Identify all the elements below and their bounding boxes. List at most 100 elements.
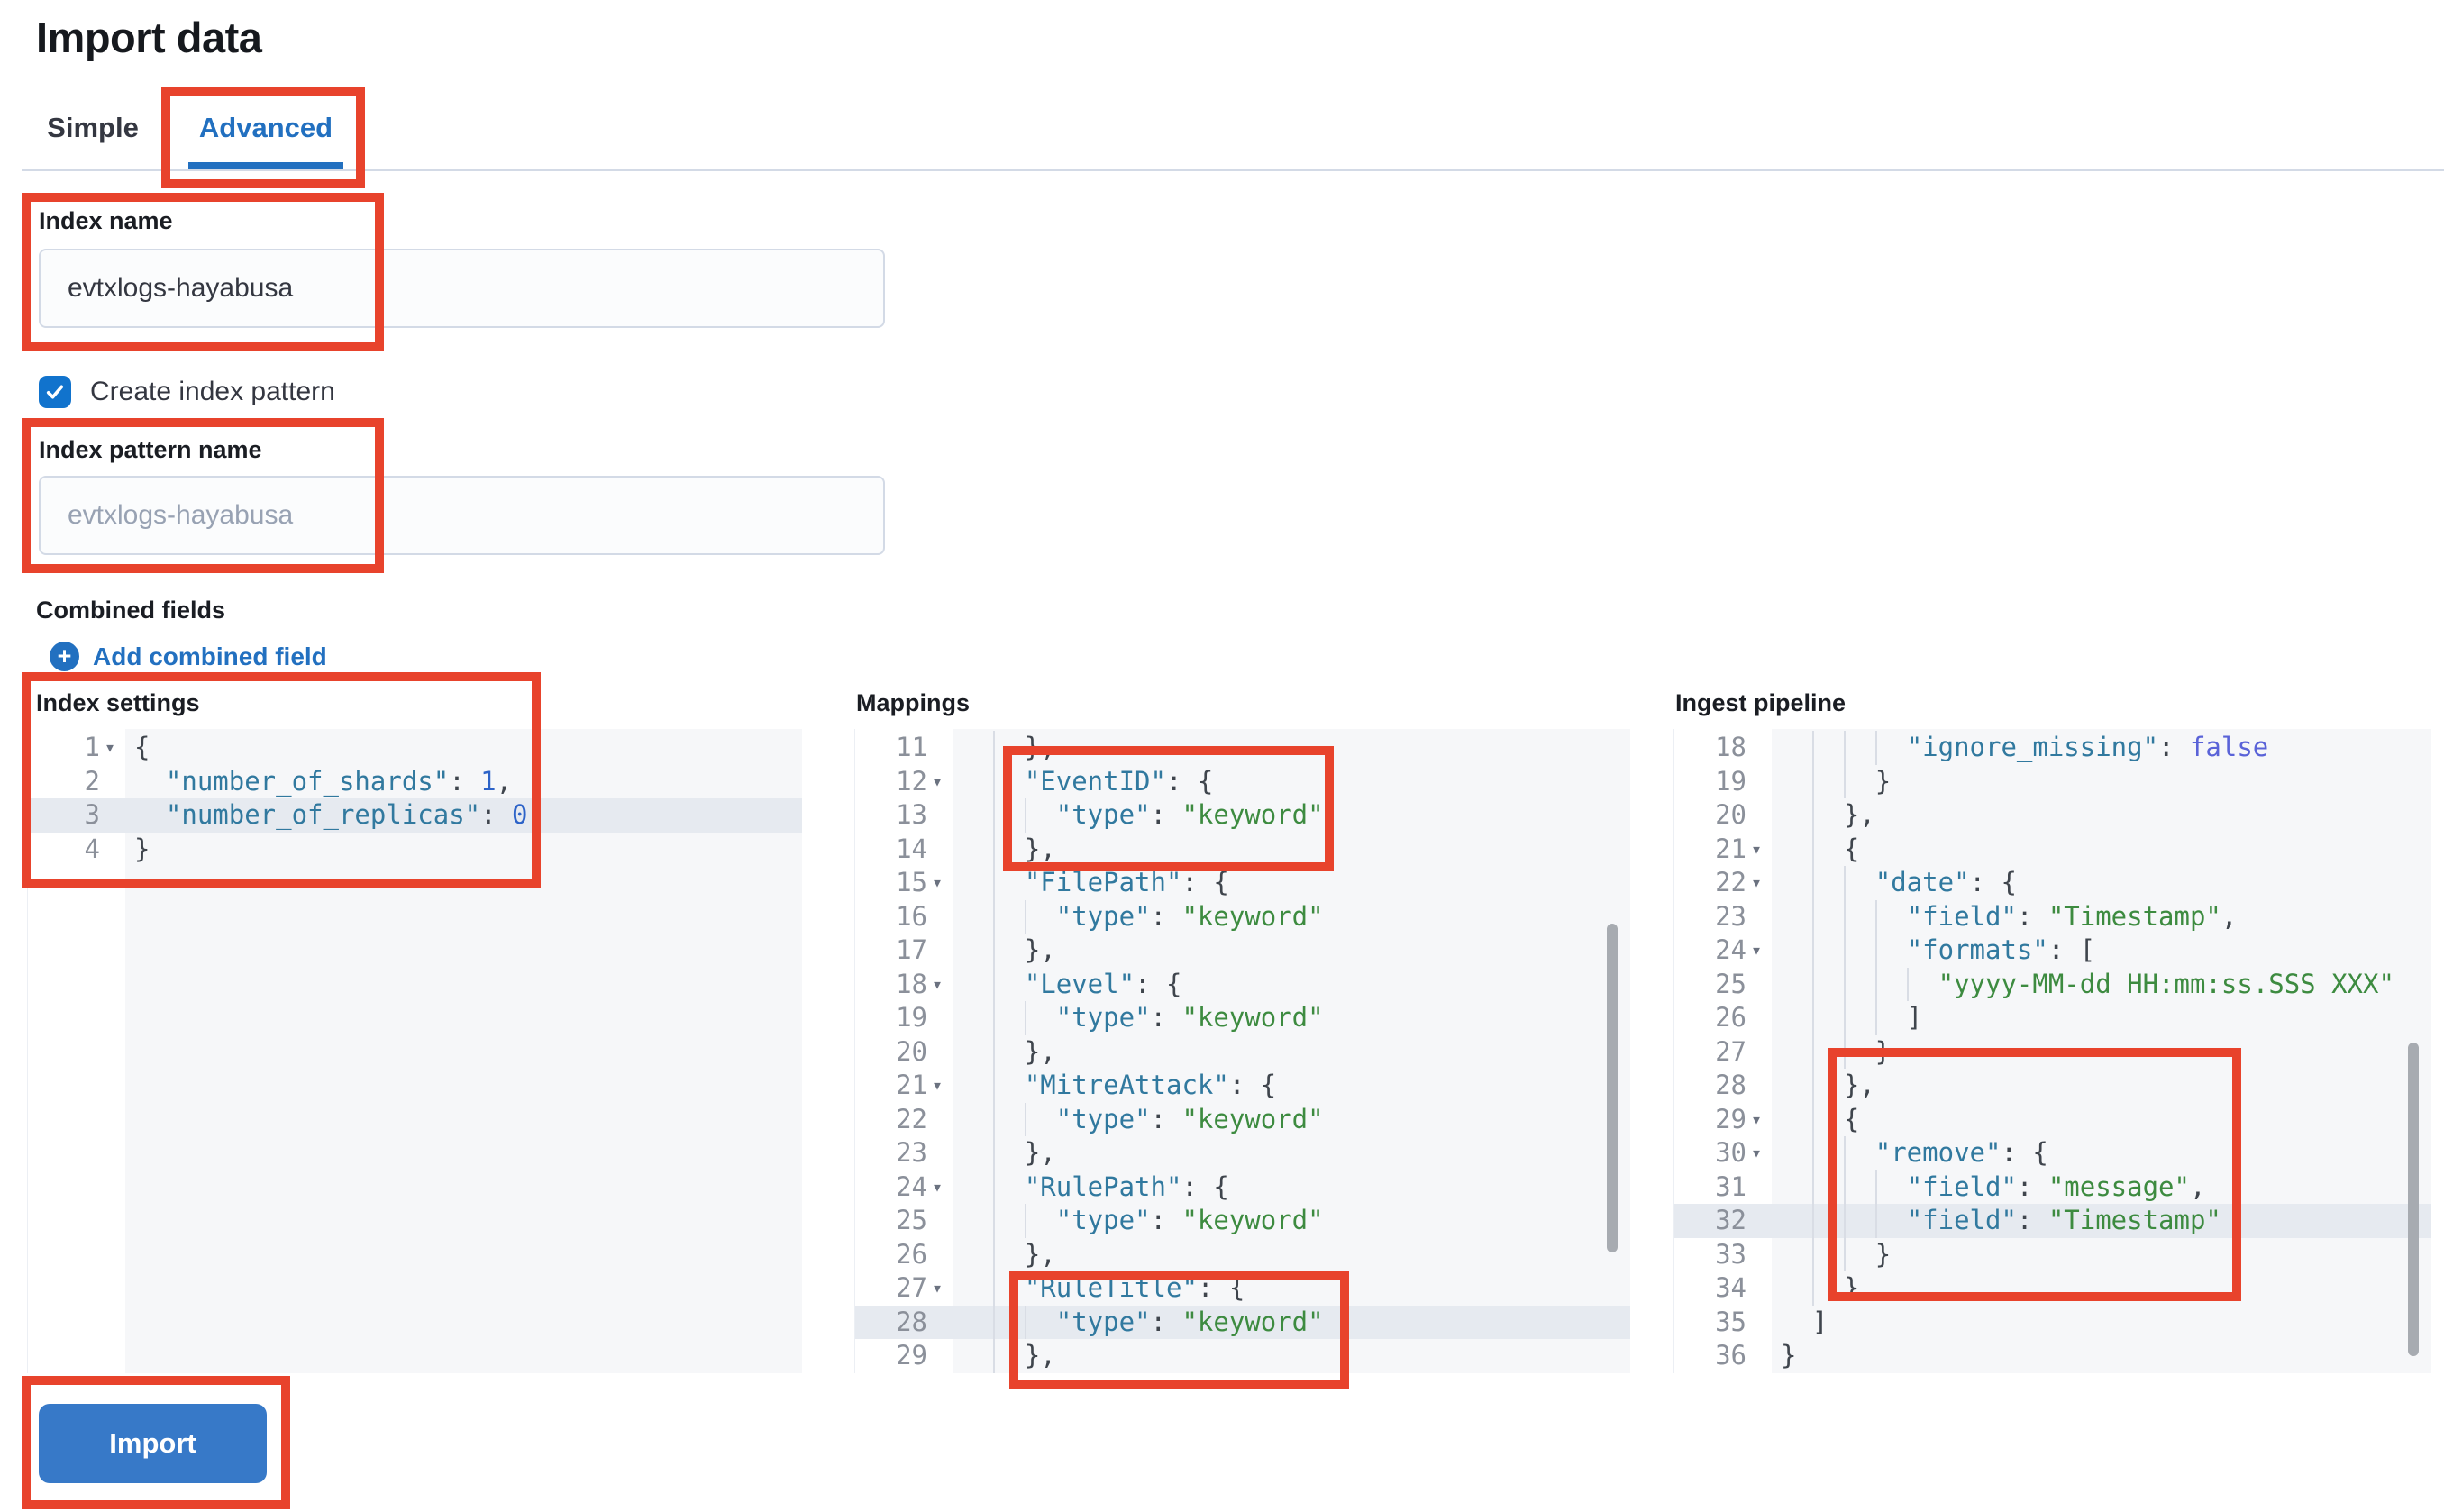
line-number: 33	[1715, 1238, 1746, 1270]
code-line[interactable]: 26 ]	[1674, 1001, 2431, 1035]
code-line[interactable]: 18▾ "Level": {	[855, 967, 1630, 1001]
fold-arrow-icon[interactable]: ▾	[1751, 1142, 1763, 1163]
code-line[interactable]: 36}	[1674, 1339, 2431, 1373]
add-combined-field-link[interactable]: + Add combined field	[50, 642, 327, 671]
fold-arrow-icon[interactable]: ▾	[1751, 939, 1763, 961]
code-line[interactable]: 21▾ {	[1674, 832, 2431, 866]
line-number: 30	[1715, 1137, 1746, 1168]
code-line[interactable]: 14 },	[855, 832, 1630, 866]
code-line[interactable]: 30▾ "remove": {	[1674, 1136, 2431, 1170]
code-line[interactable]: 29 },	[855, 1339, 1630, 1373]
line-number: 22	[896, 1103, 927, 1134]
code-line[interactable]: 28 },	[1674, 1069, 2431, 1103]
code-line[interactable]: 21▾ "MitreAttack": {	[855, 1069, 1630, 1103]
line-number: 1	[84, 732, 100, 762]
code-line[interactable]: 1▾{	[28, 731, 802, 765]
fold-arrow-icon[interactable]: ▾	[1751, 871, 1763, 893]
code-line[interactable]: 27▾ "RuleTitle": {	[855, 1271, 1630, 1306]
line-number: 17	[896, 934, 927, 965]
code-line[interactable]: 33 }	[1674, 1237, 2431, 1271]
index-name-input[interactable]	[39, 249, 885, 328]
mappings-editor[interactable]: 11 },12▾ "EventID": {13 "type": "keyword…	[854, 729, 1630, 1373]
line-number: 18	[1715, 732, 1746, 762]
line-number: 22	[1715, 867, 1746, 897]
code-line[interactable]: 20 },	[1674, 798, 2431, 833]
code-line[interactable]: 22 "type": "keyword"	[855, 1102, 1630, 1136]
line-number: 3	[84, 799, 100, 830]
code-line[interactable]: 26 },	[855, 1237, 1630, 1271]
fold-arrow-icon[interactable]: ▾	[1751, 1107, 1763, 1130]
line-number: 21	[1715, 833, 1746, 864]
fold-arrow-icon[interactable]: ▾	[932, 972, 944, 995]
line-number: 24	[1715, 934, 1746, 965]
create-index-pattern-checkbox[interactable]	[39, 376, 71, 408]
fold-arrow-icon[interactable]: ▾	[932, 1074, 944, 1096]
tab-simple[interactable]: Simple	[39, 87, 147, 169]
line-number: 16	[896, 900, 927, 932]
code-line[interactable]: 27 }	[1674, 1034, 2431, 1069]
code-line[interactable]: 24▾ "RulePath": {	[855, 1170, 1630, 1204]
code-line[interactable]: 34 }	[1674, 1271, 2431, 1306]
mappings-scrollbar[interactable]	[1607, 924, 1618, 1252]
line-number: 34	[1715, 1272, 1746, 1303]
code-line[interactable]: 3 "number_of_replicas": 0	[28, 798, 802, 833]
line-number: 29	[1715, 1103, 1746, 1134]
code-line[interactable]: 16 "type": "keyword"	[855, 899, 1630, 934]
code-line[interactable]: 31 "field": "message",	[1674, 1170, 2431, 1204]
code-line[interactable]: 17 },	[855, 934, 1630, 968]
code-line[interactable]: 29▾ {	[1674, 1102, 2431, 1136]
code-line[interactable]: 23 "field": "Timestamp",	[1674, 899, 2431, 934]
line-number: 20	[1715, 799, 1746, 830]
line-number: 25	[1715, 968, 1746, 999]
code-line[interactable]: 25 "yyyy-MM-dd HH:mm:ss.SSS XXX"	[1674, 967, 2431, 1001]
tab-advanced[interactable]: Advanced	[188, 87, 343, 169]
code-line[interactable]: 32 "field": "Timestamp"	[1674, 1204, 2431, 1238]
line-number: 27	[896, 1272, 927, 1303]
line-number: 4	[84, 833, 100, 864]
import-button[interactable]: Import	[39, 1404, 267, 1483]
code-line[interactable]: 2 "number_of_shards": 1,	[28, 765, 802, 799]
line-number-gutter	[855, 729, 953, 1373]
fold-arrow-icon[interactable]: ▾	[932, 1277, 944, 1298]
code-line[interactable]: 22▾ "date": {	[1674, 866, 2431, 900]
code-line[interactable]: 20 },	[855, 1034, 1630, 1069]
code-line[interactable]: 19 }	[1674, 764, 2431, 798]
fold-arrow-icon[interactable]: ▾	[1751, 837, 1763, 860]
code-line[interactable]: 23 },	[855, 1136, 1630, 1170]
code-line[interactable]: 18 "ignore_missing": false	[1674, 731, 2431, 765]
code-line[interactable]: 15▾ "FilePath": {	[855, 866, 1630, 900]
code-line[interactable]: 12▾ "EventID": {	[855, 764, 1630, 798]
code-line[interactable]: 28 "type": "keyword"	[855, 1305, 1630, 1339]
line-number: 19	[1715, 765, 1746, 797]
index-pattern-name-input[interactable]	[39, 476, 885, 555]
code-line[interactable]: 13 "type": "keyword"	[855, 798, 1630, 833]
ingest-pipeline-label: Ingest pipeline	[1675, 689, 1847, 716]
line-number: 26	[1715, 1002, 1746, 1033]
create-index-pattern-label: Create index pattern	[90, 377, 335, 406]
line-number: 27	[1715, 1035, 1746, 1067]
fold-arrow-icon[interactable]: ▾	[105, 736, 116, 758]
combined-fields-label: Combined fields	[36, 597, 226, 624]
line-number: 18	[896, 968, 927, 999]
line-number-gutter	[28, 729, 125, 1373]
fold-arrow-icon[interactable]: ▾	[932, 1175, 944, 1198]
line-number-gutter	[1674, 729, 1772, 1373]
code-line[interactable]: 11 },	[855, 731, 1630, 765]
tab-advanced-label: Advanced	[198, 112, 333, 143]
ingest-pipeline-scrollbar[interactable]	[2408, 1043, 2419, 1356]
code-line[interactable]: 25 "type": "keyword"	[855, 1204, 1630, 1238]
code-line[interactable]: 19 "type": "keyword"	[855, 1001, 1630, 1035]
code-line[interactable]: 24▾ "formats": [	[1674, 934, 2431, 968]
line-number: 28	[1715, 1070, 1746, 1100]
tab-simple-label: Simple	[47, 112, 139, 143]
fold-arrow-icon[interactable]: ▾	[932, 871, 944, 893]
index-settings-editor[interactable]: 1▾{2 "number_of_shards": 1,3 "number_of_…	[27, 729, 802, 1373]
code-line[interactable]: 35 ]	[1674, 1306, 2431, 1340]
fold-arrow-icon[interactable]: ▾	[932, 770, 944, 792]
line-number: 36	[1715, 1340, 1746, 1371]
tabs: Simple Advanced	[22, 87, 2444, 171]
code-line[interactable]: 4}	[28, 833, 802, 867]
line-number: 15	[896, 867, 927, 897]
